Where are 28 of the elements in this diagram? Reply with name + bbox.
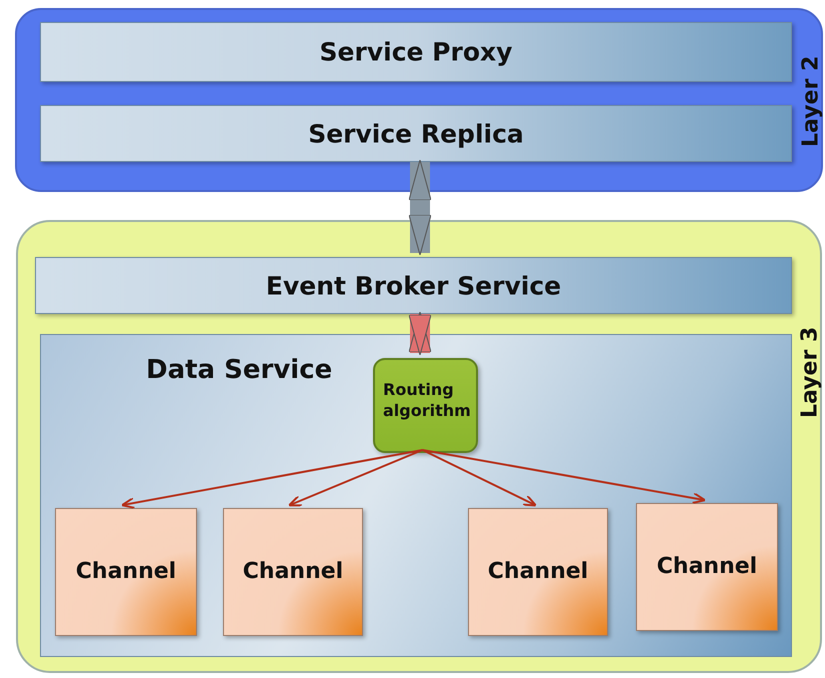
panel-title: Data Service <box>146 355 332 385</box>
channel-label: Channel <box>242 559 344 584</box>
arrow <box>422 449 706 504</box>
layer-label: Layer 2 <box>798 57 824 147</box>
double-arrow <box>408 312 432 356</box>
channel-box <box>55 508 197 636</box>
channel-label: Channel <box>74 559 178 584</box>
arrow <box>288 449 423 506</box>
service-label: Service Replica <box>307 119 525 148</box>
arrow <box>422 449 537 506</box>
algorithm-box <box>373 358 478 453</box>
double-arrow <box>408 160 432 256</box>
algorithm-label: Routing algorithm <box>383 380 472 422</box>
channel-box <box>636 503 778 631</box>
channel-box <box>468 508 608 636</box>
service-label: Event Broker Service <box>264 271 562 300</box>
service-panel <box>40 334 792 657</box>
layer-panel <box>16 220 822 673</box>
layer-label: Layer 3 <box>798 328 822 418</box>
channel-box <box>223 508 363 636</box>
channel-label: Channel <box>656 554 758 579</box>
layer-panel <box>15 8 823 192</box>
channel-label: Channel <box>486 559 590 584</box>
service-label: Service Proxy <box>318 38 514 66</box>
service-bar <box>35 257 792 314</box>
service-bar <box>40 22 792 82</box>
arrow <box>121 449 423 509</box>
service-bar <box>40 105 792 162</box>
